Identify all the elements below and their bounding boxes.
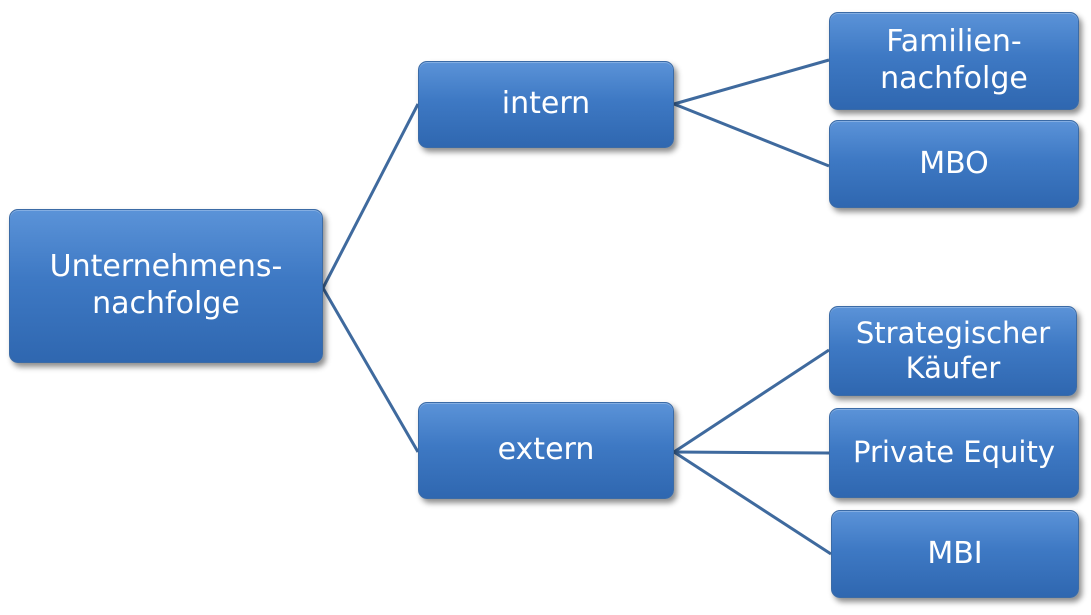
node-label: Private Equity	[852, 435, 1056, 470]
node-label: MBO	[919, 145, 989, 181]
node-label: Strategischer Käufer	[855, 315, 1051, 385]
connector-extern-mbi	[673, 450, 832, 556]
node-strategischer-kaeufer: Strategischer Käufer	[829, 306, 1077, 396]
node-intern: intern	[418, 61, 674, 148]
node-mbo: MBO	[829, 120, 1079, 208]
node-unternehmensnachfolge: Unternehmens- nachfolge	[9, 209, 323, 363]
connector-intern-familiennachfolge	[673, 58, 830, 106]
connector-intern-mbo	[673, 102, 830, 168]
node-label: MBI	[927, 535, 983, 571]
node-mbi: MBI	[831, 510, 1079, 598]
node-familiennachfolge: Familien- nachfolge	[829, 12, 1079, 110]
connector-root-intern	[321, 103, 420, 289]
node-private-equity: Private Equity	[829, 408, 1079, 498]
connector-root-extern	[321, 287, 420, 453]
connector-extern-private-equity	[673, 450, 830, 455]
node-label: extern	[497, 432, 595, 468]
node-label: intern	[501, 86, 591, 122]
node-label: Familien- nachfolge	[880, 24, 1028, 96]
node-label: Unternehmens- nachfolge	[49, 249, 283, 321]
node-extern: extern	[418, 402, 674, 499]
connector-extern-strategischer-kaeufer	[673, 348, 830, 454]
